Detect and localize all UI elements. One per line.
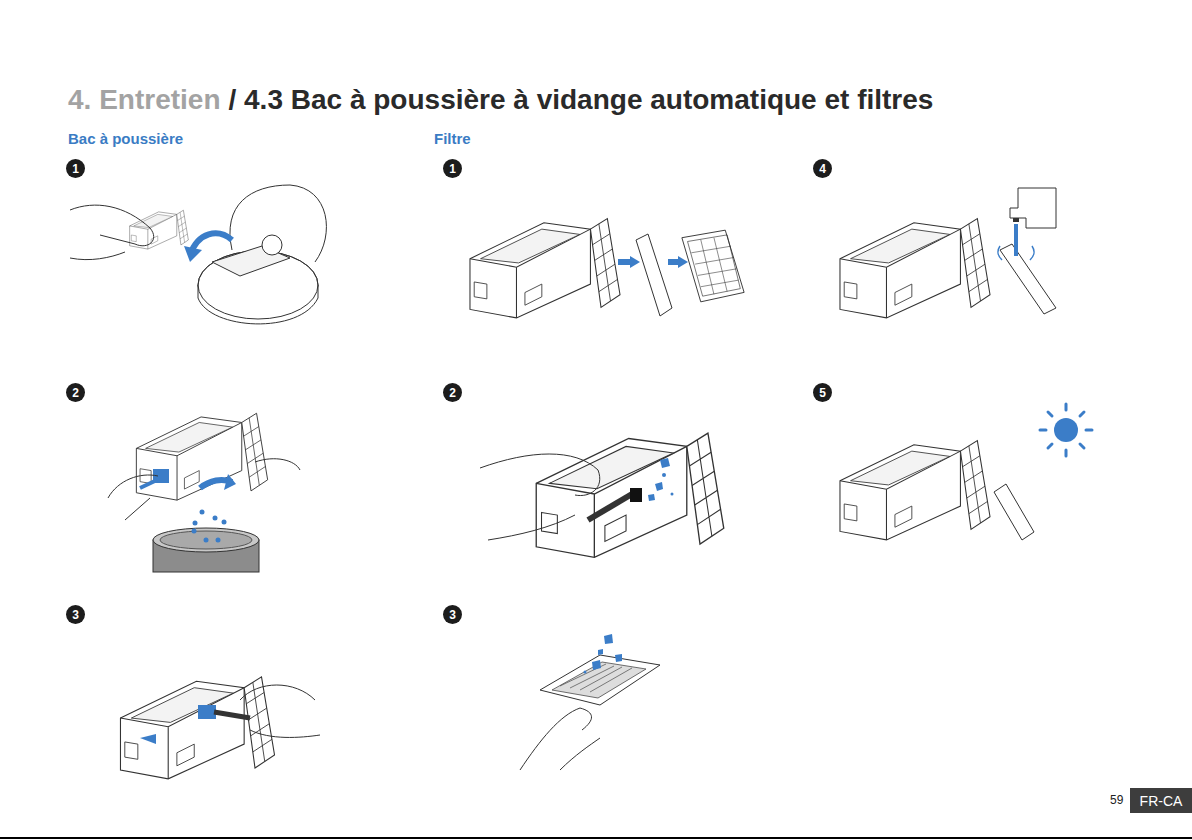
- filter-drying: [840, 404, 1092, 540]
- node-text: 1: [72, 162, 79, 176]
- step-number: 2: [443, 383, 462, 402]
- node-text: 4: [819, 162, 826, 176]
- page-bottom-rule: [0, 837, 1192, 839]
- filter-rinsing: [840, 188, 1056, 318]
- filter-tapping: [520, 634, 660, 770]
- node-text: 3: [449, 608, 456, 622]
- section-heading: Filtre: [434, 130, 471, 147]
- robot-removing-bin: [70, 185, 326, 324]
- bin-brushing: [120, 677, 320, 779]
- step-number: 5: [813, 383, 832, 402]
- chapter-label: 4. Entretien: [68, 84, 220, 116]
- page-number: 59: [1110, 793, 1123, 807]
- node-text: FR-CA: [1140, 793, 1183, 809]
- locale-tag: FR-CA: [1130, 788, 1192, 813]
- step-number: 1: [66, 159, 85, 178]
- node-text: 1: [449, 162, 456, 176]
- filter-brushing: [480, 433, 724, 557]
- node-text: 3: [72, 608, 79, 622]
- page-heading: 4. Entretien/ 4.3 Bac à poussière à vida…: [68, 84, 933, 116]
- node-text: 2: [449, 386, 456, 400]
- bin-emptying: [108, 413, 300, 572]
- step-number: 4: [813, 159, 832, 178]
- step-number: 2: [66, 383, 85, 402]
- step-number: 1: [443, 159, 462, 178]
- step-number: 3: [66, 605, 85, 624]
- node-text: 5: [819, 386, 826, 400]
- filter-removal: [470, 219, 744, 318]
- step-number: 3: [443, 605, 462, 624]
- node-text: 2: [72, 386, 79, 400]
- section-heading: Bac à poussière: [68, 130, 183, 147]
- section-title: / 4.3 Bac à poussière à vidange automati…: [228, 84, 933, 116]
